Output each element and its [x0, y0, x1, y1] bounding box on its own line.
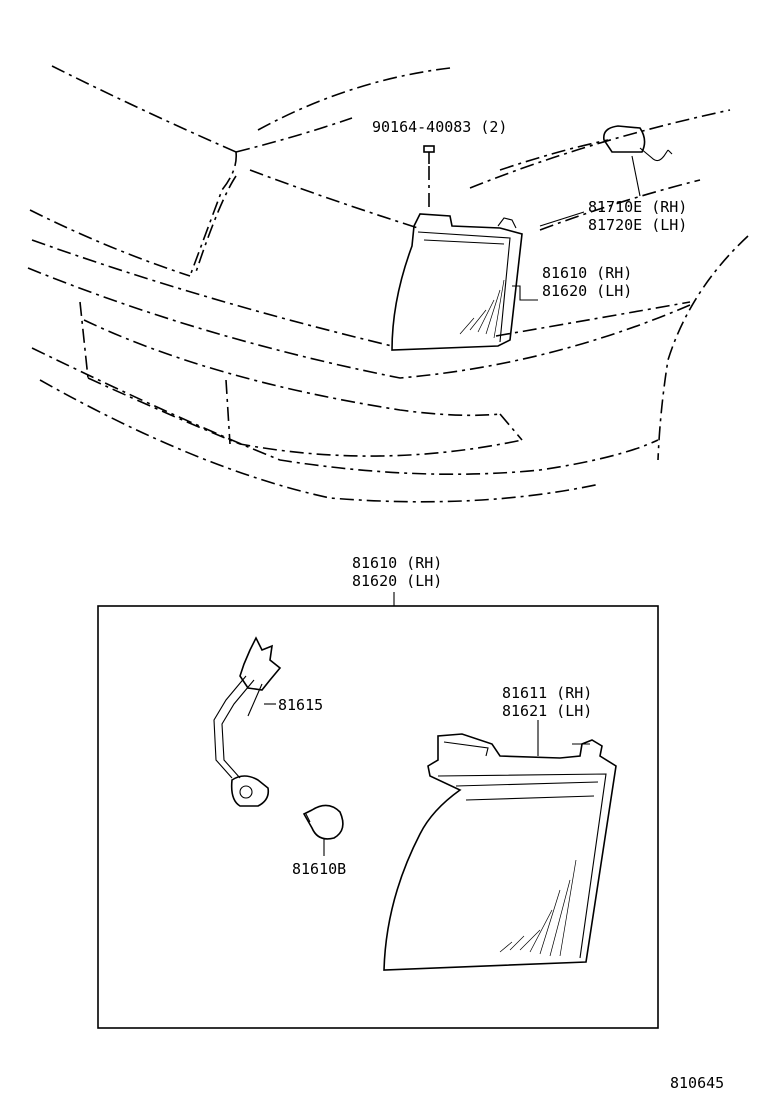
- assembly-rh-part-number: 81610 (RH): [352, 554, 442, 572]
- vehicle-body-outline: [27, 65, 749, 503]
- bolt-icon: [423, 145, 435, 212]
- lamp-lens-icon: [383, 733, 617, 971]
- lens-lh-part-number: 81621 (LH): [502, 702, 592, 720]
- diagram-id: 810645: [670, 1074, 724, 1092]
- side-marker-leader: [539, 211, 585, 227]
- bulb-icon: [302, 804, 344, 840]
- lens-rh-part-number: 81611 (RH): [502, 684, 592, 702]
- side-marker-lamp-icon: [602, 125, 673, 162]
- bulb-part-number: 81610B: [292, 860, 346, 878]
- socket-part-number: 81615: [278, 696, 323, 714]
- lamp-rh-part-number: 81610 (RH): [542, 264, 632, 282]
- side-marker-rh-part-number: 81710E (RH): [588, 198, 687, 216]
- corner-lamp-installed: [391, 213, 523, 351]
- bolt-part-number: 90164-40083 (2): [372, 118, 507, 136]
- side-marker-lh-part-number: 81720E (LH): [588, 216, 687, 234]
- assembly-lh-part-number: 81620 (LH): [352, 572, 442, 590]
- detail-frame: [97, 605, 659, 1029]
- socket-and-wire-icon: [213, 636, 282, 807]
- lamp-leader: [512, 285, 538, 301]
- lamp-lh-part-number: 81620 (LH): [542, 282, 632, 300]
- side-marker-leader-2: [631, 155, 641, 197]
